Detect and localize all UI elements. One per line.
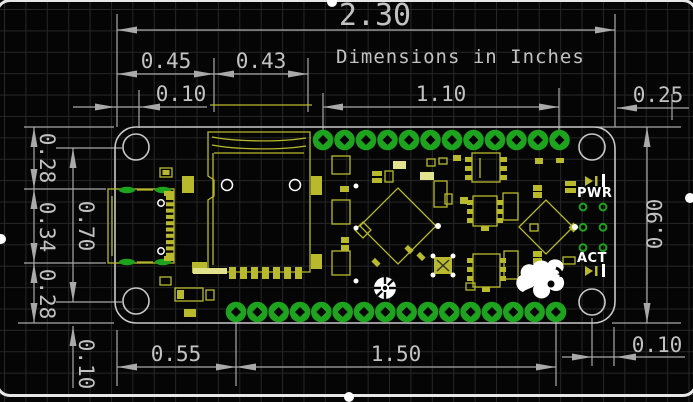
crystal	[434, 257, 452, 274]
dim-top-total: 2.30	[339, 0, 411, 33]
small-diamond-part	[354, 221, 372, 239]
board-outline	[114, 126, 616, 324]
arrowhead	[572, 353, 592, 361]
act-led	[585, 264, 605, 277]
arrowhead	[617, 104, 637, 112]
via-grid	[578, 202, 608, 253]
arrowhead	[216, 363, 236, 371]
pwr-led	[585, 174, 605, 187]
dim-top-right-edge: 0.25	[633, 83, 684, 107]
usb-pin-row	[166, 196, 175, 257]
dim-left-seg2: 0.34	[35, 202, 59, 253]
resize-handle-top[interactable]	[327, 0, 337, 7]
dimension-layer: 2.30 Dimensions in Inches 0.45 0.43 0.10…	[18, 0, 689, 389]
arrowhead	[595, 26, 615, 34]
arrowhead	[536, 363, 556, 371]
via	[598, 222, 608, 232]
via	[578, 222, 588, 232]
small-passives-mid	[340, 186, 349, 251]
arrowhead	[69, 326, 77, 346]
via	[598, 243, 608, 253]
arrowhead	[214, 70, 234, 78]
arrowhead	[616, 353, 636, 361]
via	[598, 202, 608, 212]
mounting-holes	[122, 133, 606, 316]
arrowhead	[69, 282, 77, 302]
arrowhead	[30, 169, 38, 189]
pwr-label: PWR	[577, 186, 612, 201]
arrowhead	[30, 189, 38, 209]
arrowhead	[140, 103, 160, 111]
main-ic-outline	[359, 187, 437, 265]
dim-bottom-left: 0.55	[151, 342, 202, 366]
passives-bright	[393, 161, 434, 180]
arrowhead	[95, 103, 115, 111]
small-ic-1	[465, 152, 507, 183]
arrowhead	[117, 26, 137, 34]
arrowhead	[288, 70, 308, 78]
pad-rows	[225, 129, 570, 323]
passives-outline	[159, 157, 576, 302]
resize-handle-left[interactable]	[0, 234, 6, 244]
dim-left-seg3: 0.28	[35, 269, 59, 320]
passives-filled	[162, 155, 579, 317]
arrowhead	[236, 363, 256, 371]
arrowhead	[643, 303, 651, 323]
arrowhead	[539, 103, 559, 111]
dim-bottom-pad-span: 1.50	[371, 342, 422, 366]
silk-dots	[353, 183, 578, 284]
arrowhead	[194, 70, 214, 78]
dim-top-pad-span: 1.10	[416, 82, 467, 106]
arrowhead	[323, 103, 343, 111]
pcb-layer: PWR ACT	[107, 104, 616, 324]
dim-top-seg2: 0.43	[236, 49, 287, 73]
dimension-arrows	[30, 26, 651, 371]
act-label: ACT	[577, 251, 607, 266]
snowflake-logo	[374, 277, 396, 299]
dim-top-seg1: 0.45	[141, 49, 192, 73]
dim-left-seg1: 0.28	[35, 133, 59, 184]
arrowhead	[30, 303, 38, 323]
arrowhead	[30, 263, 38, 283]
usb-connector	[107, 186, 175, 266]
dimension-lines	[33, 29, 689, 388]
dim-bottom-right-hole: 0.10	[632, 333, 683, 357]
drawing-title: Dimensions in Inches	[336, 46, 585, 68]
dim-left-bottom-hole: 0.10	[74, 339, 98, 390]
secondary-ic-outline	[518, 199, 574, 255]
small-ic-3	[467, 253, 506, 292]
card-connector	[182, 131, 322, 279]
adafruit-flame-logo	[516, 259, 565, 299]
extension-lines	[18, 14, 681, 386]
arrowhead	[69, 148, 77, 168]
arrowhead	[643, 127, 651, 147]
via	[578, 243, 588, 253]
dim-right-height: 0.90	[643, 199, 667, 250]
arrowhead	[117, 363, 137, 371]
dim-left-hole-span: 0.70	[74, 201, 98, 252]
arrowhead	[30, 243, 38, 263]
small-ic-2	[467, 195, 503, 231]
arrowhead	[30, 127, 38, 147]
dim-top-hole-offset: 0.10	[156, 82, 207, 106]
connector-pin-row	[229, 267, 302, 279]
capacitor-outlines	[331, 155, 351, 276]
resize-handle-bottom[interactable]	[344, 392, 354, 402]
arrowhead	[117, 70, 137, 78]
via	[578, 202, 588, 212]
resize-handle-right[interactable]	[685, 193, 693, 203]
